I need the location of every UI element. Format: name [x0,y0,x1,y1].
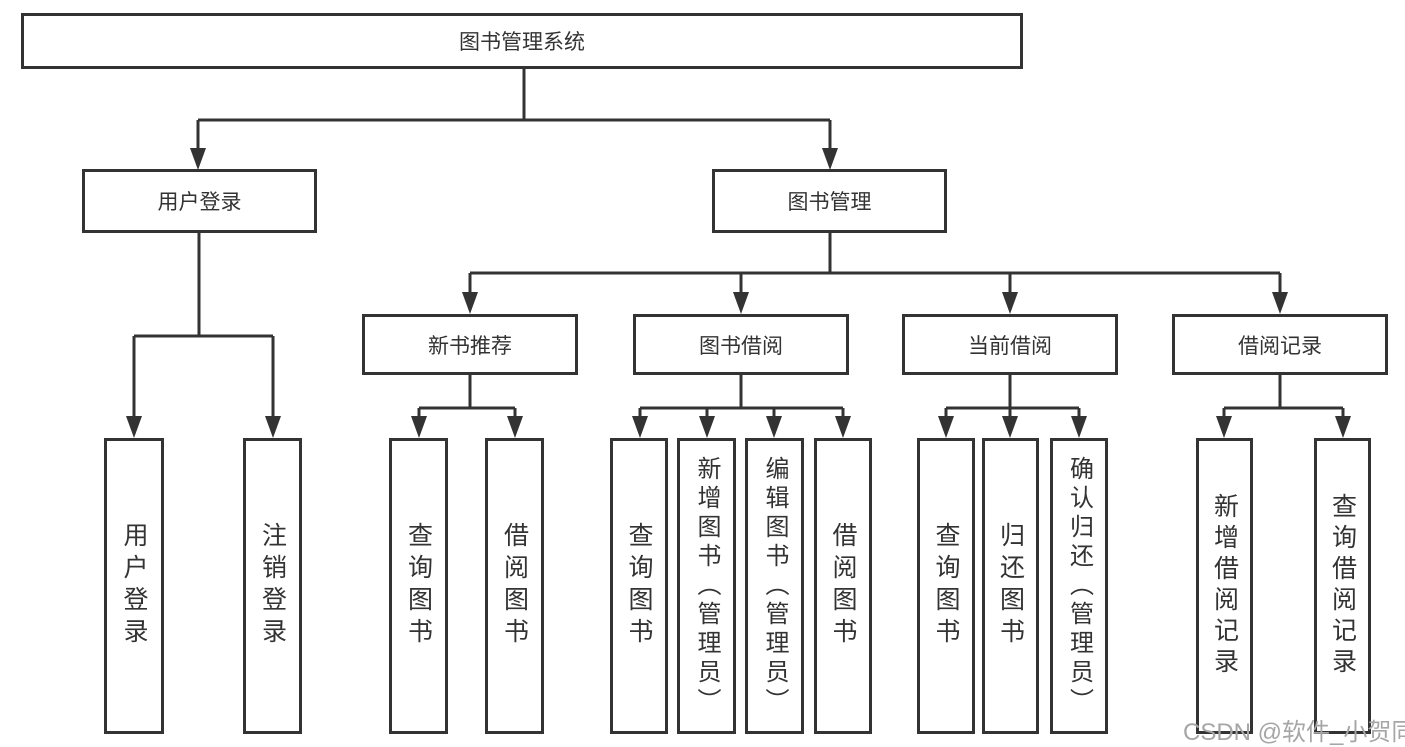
connector-management-to-modules [468,233,1282,294]
watermark: CSDN @软件_小贺同学 [1183,719,1405,746]
node-user-login: 用户登录 [82,169,317,233]
connector-borrow-to-leaves [638,375,845,418]
leaf-logout: 注销登录 [243,438,302,734]
connector-recommend-to-leaves [417,375,517,418]
node-book-management: 图书管理 [712,169,947,233]
leaf-recommend-borrow-books: 借阅图书 [485,438,544,734]
connector-login-to-leaves [132,233,275,418]
leaf-borrow-query-books: 查询图书 [610,438,668,734]
leaf-records-query-record: 查询借阅记录 [1314,438,1371,734]
node-new-book-recommend: 新书推荐 [362,314,578,375]
node-current-borrow: 当前借阅 [902,314,1118,375]
leaf-borrow-borrow-books: 借阅图书 [814,438,872,734]
connector-records-to-leaves [1222,375,1345,418]
leaf-borrow-add-books-admin: 新增图书（管理员） [677,438,736,734]
node-root: 图书管理系统 [21,13,1023,69]
node-book-borrow: 图书借阅 [633,314,849,375]
leaf-current-confirm-return-admin: 确认归还（管理员） [1050,438,1108,734]
connector-current-to-leaves [944,375,1081,418]
leaf-current-return-books: 归还图书 [982,438,1039,734]
connector-root-to-level2 [196,69,832,150]
leaf-current-query-books: 查询图书 [917,438,975,734]
leaf-recommend-query-books: 查询图书 [389,438,448,734]
leaf-records-add-record: 新增借阅记录 [1196,438,1253,734]
leaf-borrow-edit-books-admin: 编辑图书（管理员） [745,438,804,734]
leaf-user-login: 用户登录 [104,438,164,734]
node-borrow-records: 借阅记录 [1172,314,1388,375]
arrowheads [126,148,1351,438]
